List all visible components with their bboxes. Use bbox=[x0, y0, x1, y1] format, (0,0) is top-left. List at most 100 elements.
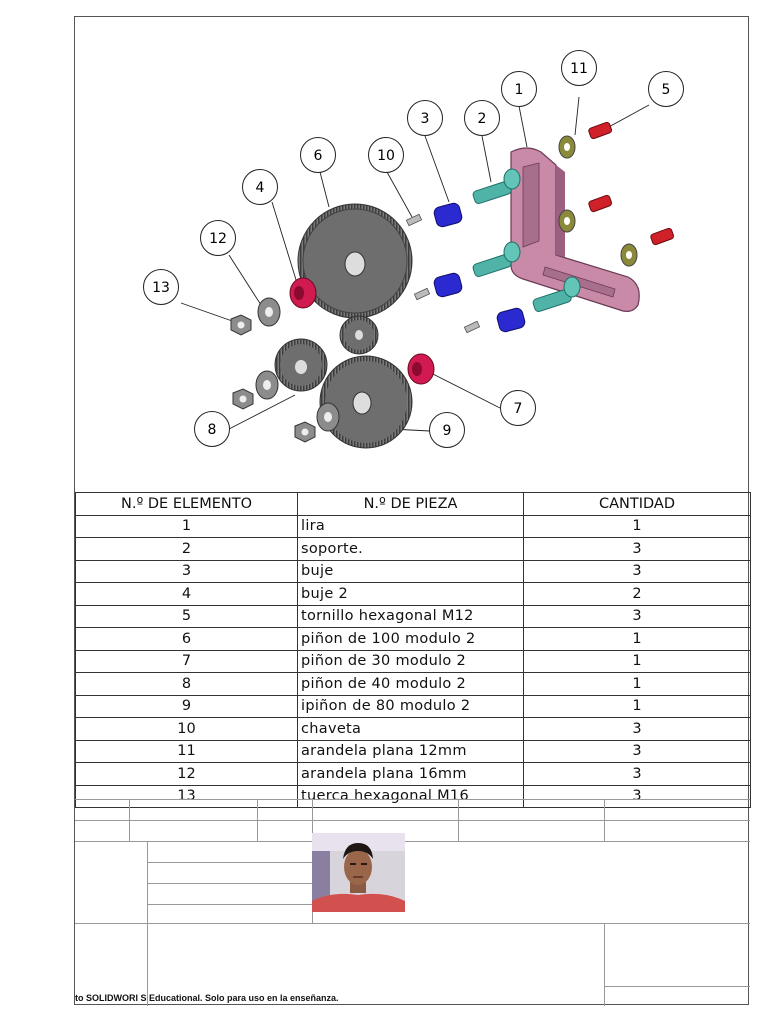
item-number: 12 bbox=[75, 762, 298, 786]
part-name: arandela plana 12mm bbox=[297, 739, 524, 763]
item-number: 7 bbox=[75, 649, 298, 673]
title-block-line bbox=[75, 820, 750, 821]
balloon-9: 9 bbox=[429, 412, 465, 448]
balloon-11: 11 bbox=[561, 50, 597, 86]
title-block-line bbox=[312, 799, 313, 841]
keys bbox=[405, 213, 481, 334]
drawing-sheet: 1 2 3 4 5 6 7 8 9 10 11 12 13 N.º DE ELE… bbox=[74, 16, 751, 1006]
balloon-8-label: 8 bbox=[208, 422, 217, 438]
part-name: soporte. bbox=[297, 537, 524, 561]
title-block-line bbox=[604, 986, 750, 987]
quantity: 1 bbox=[523, 627, 751, 651]
part-name: chaveta bbox=[297, 717, 524, 741]
part-name: tornillo hexagonal M12 bbox=[297, 604, 524, 628]
balloon-9-label: 9 bbox=[443, 423, 452, 439]
bushing-2-lower bbox=[407, 353, 435, 385]
quantity: 1 bbox=[523, 649, 751, 673]
item-number: 5 bbox=[75, 604, 298, 628]
header-quantity: CANTIDAD bbox=[523, 492, 751, 516]
item-number: 9 bbox=[75, 694, 298, 718]
title-block-line bbox=[604, 799, 605, 841]
gear-30 bbox=[339, 315, 379, 355]
balloon-10: 10 bbox=[368, 137, 404, 173]
exploded-assembly-view: 1 2 3 4 5 6 7 8 9 10 11 12 13 bbox=[75, 17, 750, 492]
title-block-line bbox=[75, 923, 750, 924]
author-photo bbox=[312, 833, 405, 912]
item-number: 6 bbox=[75, 627, 298, 651]
balloon-8: 8 bbox=[194, 411, 230, 447]
item-number: 13 bbox=[75, 784, 298, 808]
balloon-6-label: 6 bbox=[314, 148, 323, 164]
balloon-13-label: 13 bbox=[152, 280, 170, 296]
part-name: piñon de 40 modulo 2 bbox=[297, 672, 524, 696]
quantity: 1 bbox=[523, 514, 751, 538]
item-number: 10 bbox=[75, 717, 298, 741]
balloon-12: 12 bbox=[200, 220, 236, 256]
part-name: tuerca hexagonal M16 bbox=[297, 784, 524, 808]
balloon-11-label: 11 bbox=[570, 61, 588, 77]
gear-80 bbox=[319, 355, 413, 449]
quantity: 1 bbox=[523, 672, 751, 696]
quantity: 3 bbox=[523, 784, 751, 808]
balloon-2: 2 bbox=[464, 100, 500, 136]
title-block-line bbox=[147, 862, 312, 863]
quantity: 3 bbox=[523, 739, 751, 763]
item-number: 3 bbox=[75, 559, 298, 583]
small-washers bbox=[558, 135, 638, 267]
item-number: 11 bbox=[75, 739, 298, 763]
title-block-line bbox=[129, 799, 130, 841]
balloon-10-label: 10 bbox=[377, 148, 395, 164]
bushings bbox=[433, 202, 526, 333]
header-item-number: N.º DE ELEMENTO bbox=[75, 492, 298, 516]
balloon-5-label: 5 bbox=[662, 82, 671, 98]
balloon-5: 5 bbox=[648, 71, 684, 107]
balloon-6: 6 bbox=[300, 137, 336, 173]
educational-watermark-note: to SOLIDWORI S Educational. Solo para us… bbox=[75, 993, 339, 1003]
balloon-group: 1 2 3 4 5 6 7 8 9 10 11 12 13 bbox=[143, 50, 684, 448]
balloon-7-label: 7 bbox=[514, 401, 523, 417]
header-part-number: N.º DE PIEZA bbox=[297, 492, 524, 516]
support-shafts bbox=[472, 168, 581, 312]
part-name: buje 2 bbox=[297, 582, 524, 606]
bushing-2-upper bbox=[289, 277, 317, 309]
quantity: 3 bbox=[523, 604, 751, 628]
part-name: piñon de 100 modulo 2 bbox=[297, 627, 524, 651]
balloon-13: 13 bbox=[143, 269, 179, 305]
part-name: piñon de 30 modulo 2 bbox=[297, 649, 524, 673]
title-block-line bbox=[604, 923, 605, 1006]
part-name: ipiñon de 80 modulo 2 bbox=[297, 694, 524, 718]
balloon-1-label: 1 bbox=[515, 82, 524, 98]
fasteners-lower bbox=[232, 370, 340, 443]
item-number: 8 bbox=[75, 672, 298, 696]
quantity: 2 bbox=[523, 582, 751, 606]
quantity: 3 bbox=[523, 717, 751, 741]
part-name: buje bbox=[297, 559, 524, 583]
gear-40 bbox=[274, 338, 328, 392]
title-block-line bbox=[147, 904, 312, 905]
balloon-2-label: 2 bbox=[478, 111, 487, 127]
quantity: 3 bbox=[523, 537, 751, 561]
gear-100 bbox=[297, 203, 413, 319]
balloon-4-label: 4 bbox=[256, 180, 265, 196]
title-block-line bbox=[458, 799, 459, 841]
part-name: lira bbox=[297, 514, 524, 538]
balloon-12-label: 12 bbox=[209, 231, 227, 247]
title-block-line bbox=[75, 841, 750, 842]
item-number: 4 bbox=[75, 582, 298, 606]
quantity: 3 bbox=[523, 762, 751, 786]
part-name: arandela plana 16mm bbox=[297, 762, 524, 786]
title-block-line bbox=[75, 799, 750, 800]
